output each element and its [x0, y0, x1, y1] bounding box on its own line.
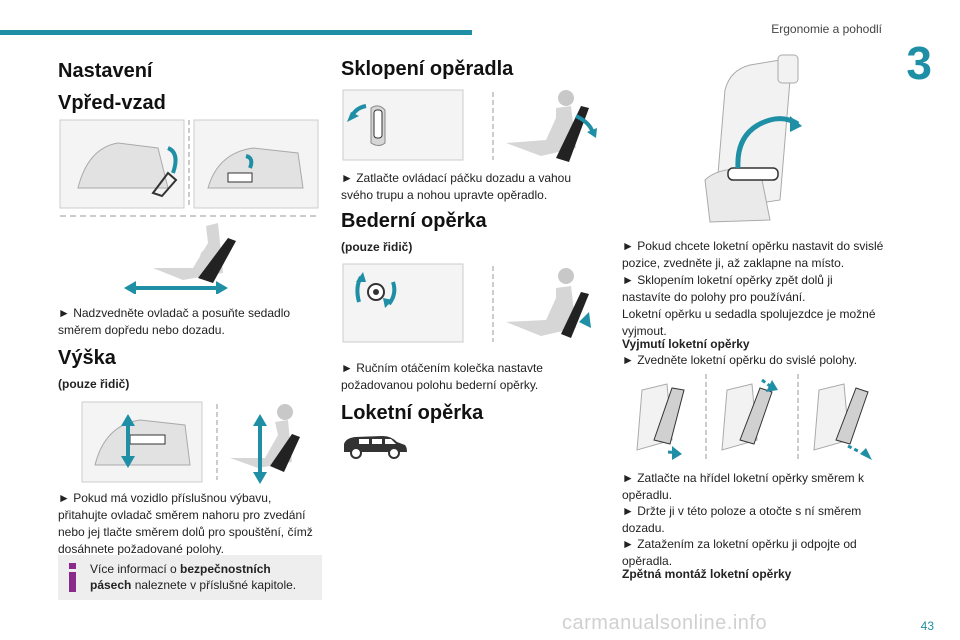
- info-text: Více informací o bezpečnostních pásech n…: [90, 561, 315, 593]
- lumbar-note: (pouze řidič): [341, 240, 413, 254]
- chapter-number: 3: [906, 37, 932, 89]
- vehicle-icon: [344, 436, 407, 459]
- info-text-bold: bezpečnostních pásech: [90, 562, 271, 592]
- section-heading-lumbar: Bederní opěrka: [341, 210, 487, 232]
- lumbar-instruction: ► Ručním otáčením kolečka nastavte požad…: [341, 361, 543, 392]
- backrest-recline-illustration: [342, 89, 597, 162]
- armrest-refit-heading: Zpětná montáž loketní opěrky: [622, 567, 792, 581]
- backrest-instruction: ► Zatlačte ovládací páčku dozadu a vahou…: [341, 171, 572, 202]
- page-number: 43: [920, 619, 934, 633]
- armrest-p5: ► Zatlačte na hřídel loketní opěrky směr…: [622, 471, 864, 502]
- height-note: (pouze řidič): [58, 377, 130, 391]
- armrest-p1: ► Pokud chcete loketní opěrku nastavit d…: [622, 239, 884, 270]
- subheading-height: Výška: [58, 347, 116, 369]
- section-heading-armrest: Loketní opěrka: [341, 402, 484, 424]
- top-accent-bar: [0, 30, 472, 35]
- section-heading-settings: Nastavení: [58, 60, 153, 82]
- subheading-forward-back: Vpřed-vzad: [58, 92, 166, 114]
- armrest-raise-illustration: [704, 54, 802, 223]
- watermark: carmanualsonline.info: [562, 612, 768, 634]
- armrest-p4: ► Zvedněte loketní opěrku do svislé polo…: [622, 353, 858, 367]
- height-instruction: ► Pokud má vozidlo příslušnou výbavu, př…: [58, 491, 313, 556]
- section-heading-backrest: Sklopení opěradla: [341, 58, 514, 80]
- seat-height-illustration: [81, 401, 300, 484]
- armrest-p3: Loketní opěrku u sedadla spolujezdce je …: [622, 307, 876, 338]
- armrest-p7: ► Zatažením za loketní opěrku ji odpojte…: [622, 537, 857, 568]
- armrest-p6: ► Držte ji v této poloze a otočte s ní s…: [622, 504, 862, 535]
- info-text-suffix: naleznete v příslušné kapitole.: [131, 578, 297, 592]
- armrest-removal-illustration: [636, 374, 872, 462]
- info-text-prefix: Více informací o: [90, 562, 181, 576]
- seat-forward-back-illustration: [59, 119, 320, 294]
- info-icon: [69, 563, 76, 592]
- armrest-p2: ► Sklopením loketní opěrky zpět dolů ji …: [622, 273, 833, 304]
- chapter-title: Ergonomie a pohodlí: [771, 22, 882, 36]
- info-box: Více informací o bezpečnostních pásech n…: [58, 555, 322, 600]
- forward-back-instruction: ► Nadzvedněte ovladač a posuňte sedadlo …: [58, 306, 291, 337]
- lumbar-adjust-illustration: [342, 263, 591, 343]
- armrest-remove-heading: Vyjmutí loketní opěrky: [622, 337, 750, 351]
